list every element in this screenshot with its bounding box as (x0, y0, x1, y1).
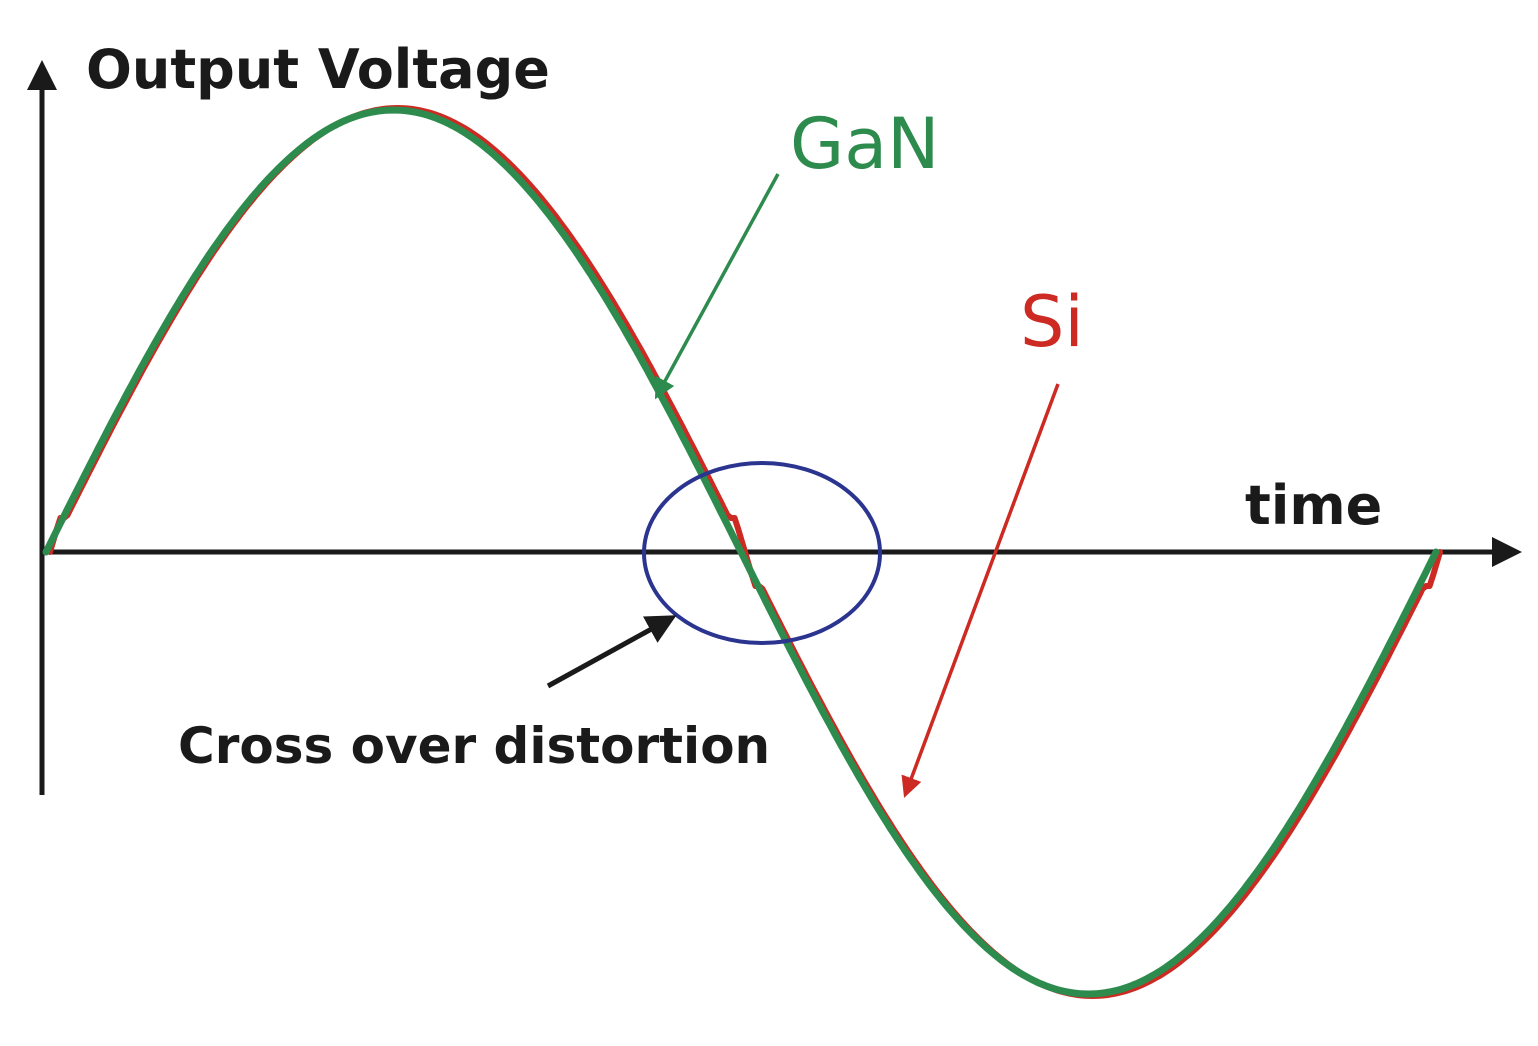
x-axis-label: time (1245, 474, 1382, 537)
si-pointer-arrow (901, 383, 1060, 798)
crossover-highlight-ellipse (642, 461, 882, 645)
gan-pointer-arrow (654, 173, 780, 400)
crossover-pointer-arrow (546, 615, 677, 689)
gan-label: GaN (790, 103, 940, 185)
si-label: Si (1020, 281, 1084, 363)
gan-curve (42, 106, 1440, 998)
y-axis-label: Output Voltage (86, 38, 550, 101)
crossover-annotation-label: Cross over distortion (178, 717, 770, 775)
